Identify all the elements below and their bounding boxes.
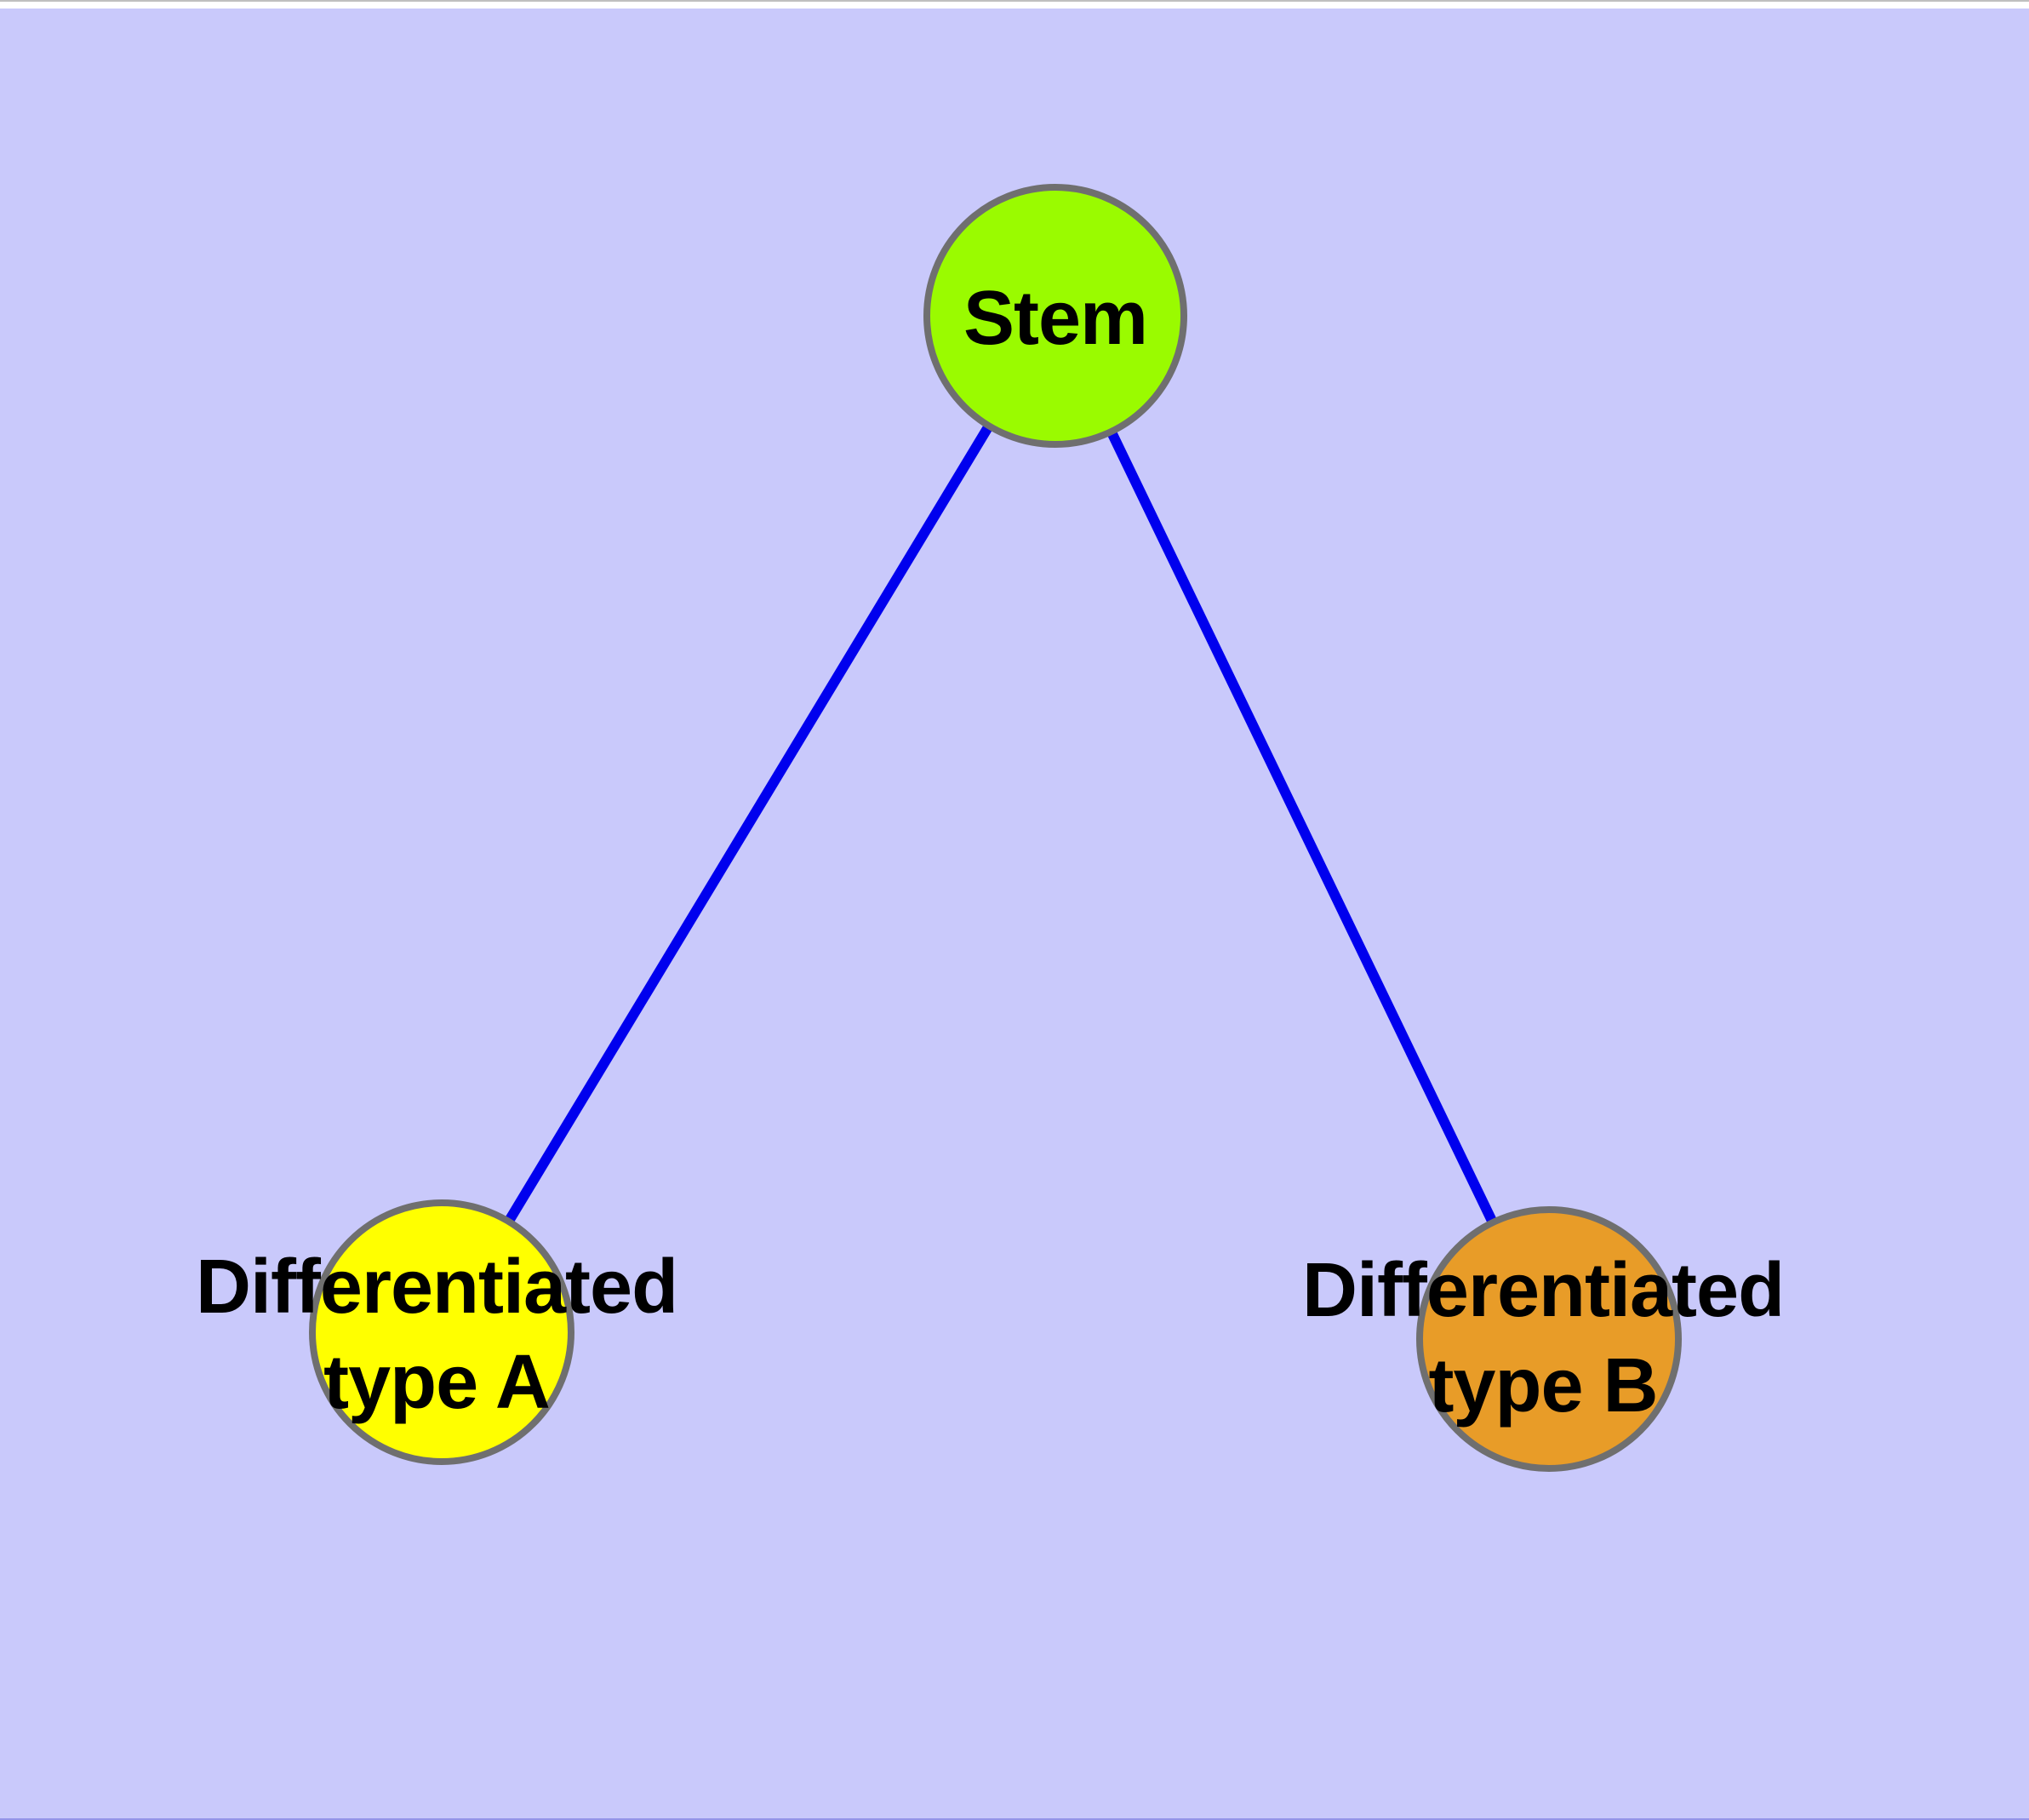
node-label-stem-line1: Stem: [963, 276, 1148, 361]
node-label-type-b-line2: type B: [1428, 1343, 1658, 1428]
node-stem: [923, 184, 1187, 448]
top-margin-strip: [0, 0, 2029, 9]
node-differentiated-type-b: [1416, 1206, 1682, 1472]
node-label-type-a-line2: type A: [323, 1340, 551, 1425]
edge-stem-to-type-a: [437, 312, 1060, 1336]
node-label-type-a-line1: Differentiated: [195, 1245, 678, 1330]
node-label-differentiated-type-b: Differentiated type B: [1301, 1243, 1785, 1434]
node-differentiated-type-a: [309, 1199, 574, 1465]
top-border-line: [0, 0, 2029, 2]
node-label-stem: Stem: [963, 271, 1148, 366]
edge-stem-to-type-b: [1050, 313, 1554, 1342]
node-label-differentiated-type-a: Differentiated type A: [195, 1239, 678, 1430]
bottom-border-line: [0, 1818, 2029, 1820]
node-label-type-b-line1: Differentiated: [1301, 1248, 1785, 1333]
